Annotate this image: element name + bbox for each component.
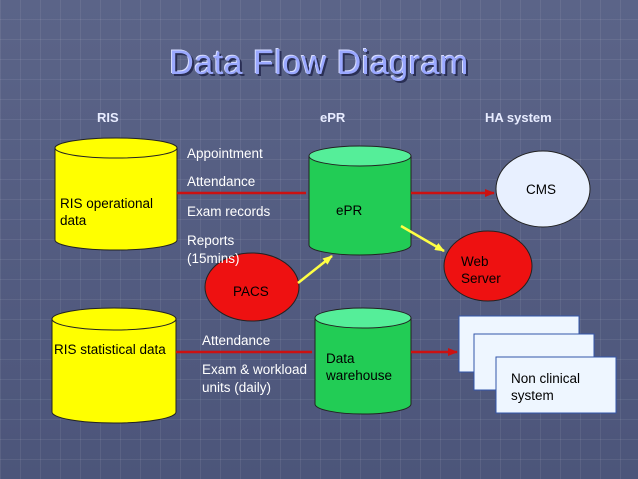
cms-label: CMS <box>526 182 556 197</box>
pacs-node <box>204 252 300 322</box>
epr-database <box>308 145 412 256</box>
ris-operational-database <box>54 137 178 251</box>
web-server-label: Web Server <box>461 254 501 286</box>
epr-label: ePR <box>336 203 363 218</box>
ris-statistical-database <box>51 307 177 424</box>
flow-attendance-bottom: Attendance <box>202 333 271 348</box>
header-epr: ePR <box>320 110 346 125</box>
data-warehouse-database <box>314 307 412 415</box>
ris-statistical-label: RIS statistical data <box>54 342 166 357</box>
non-clinical-system-label: Non clinical system <box>511 371 581 403</box>
pacs-label: PACS <box>233 284 269 299</box>
header-ris: RIS <box>97 110 119 125</box>
data-warehouse-label: Data warehouse <box>326 351 393 383</box>
non-clinical-system-stack <box>458 315 617 414</box>
flow-attendance-top: Attendance <box>187 174 256 189</box>
web-server-node <box>443 230 533 302</box>
flow-exam-workload: Exam & workload units (daily) <box>202 362 308 395</box>
flow-appointment: Appointment <box>187 146 263 161</box>
ris-operational-label: RIS operational data <box>60 196 154 228</box>
cms-node <box>495 150 591 228</box>
flow-reports: Reports (15mins) <box>187 233 240 266</box>
header-ha-system: HA system <box>485 110 552 125</box>
flow-exam-records: Exam records <box>187 204 271 219</box>
arrow-epr-to-web-server <box>400 224 445 253</box>
slide-title: Data Flow Diagram <box>169 44 469 82</box>
arrow-pacs-to-epr <box>297 255 333 284</box>
